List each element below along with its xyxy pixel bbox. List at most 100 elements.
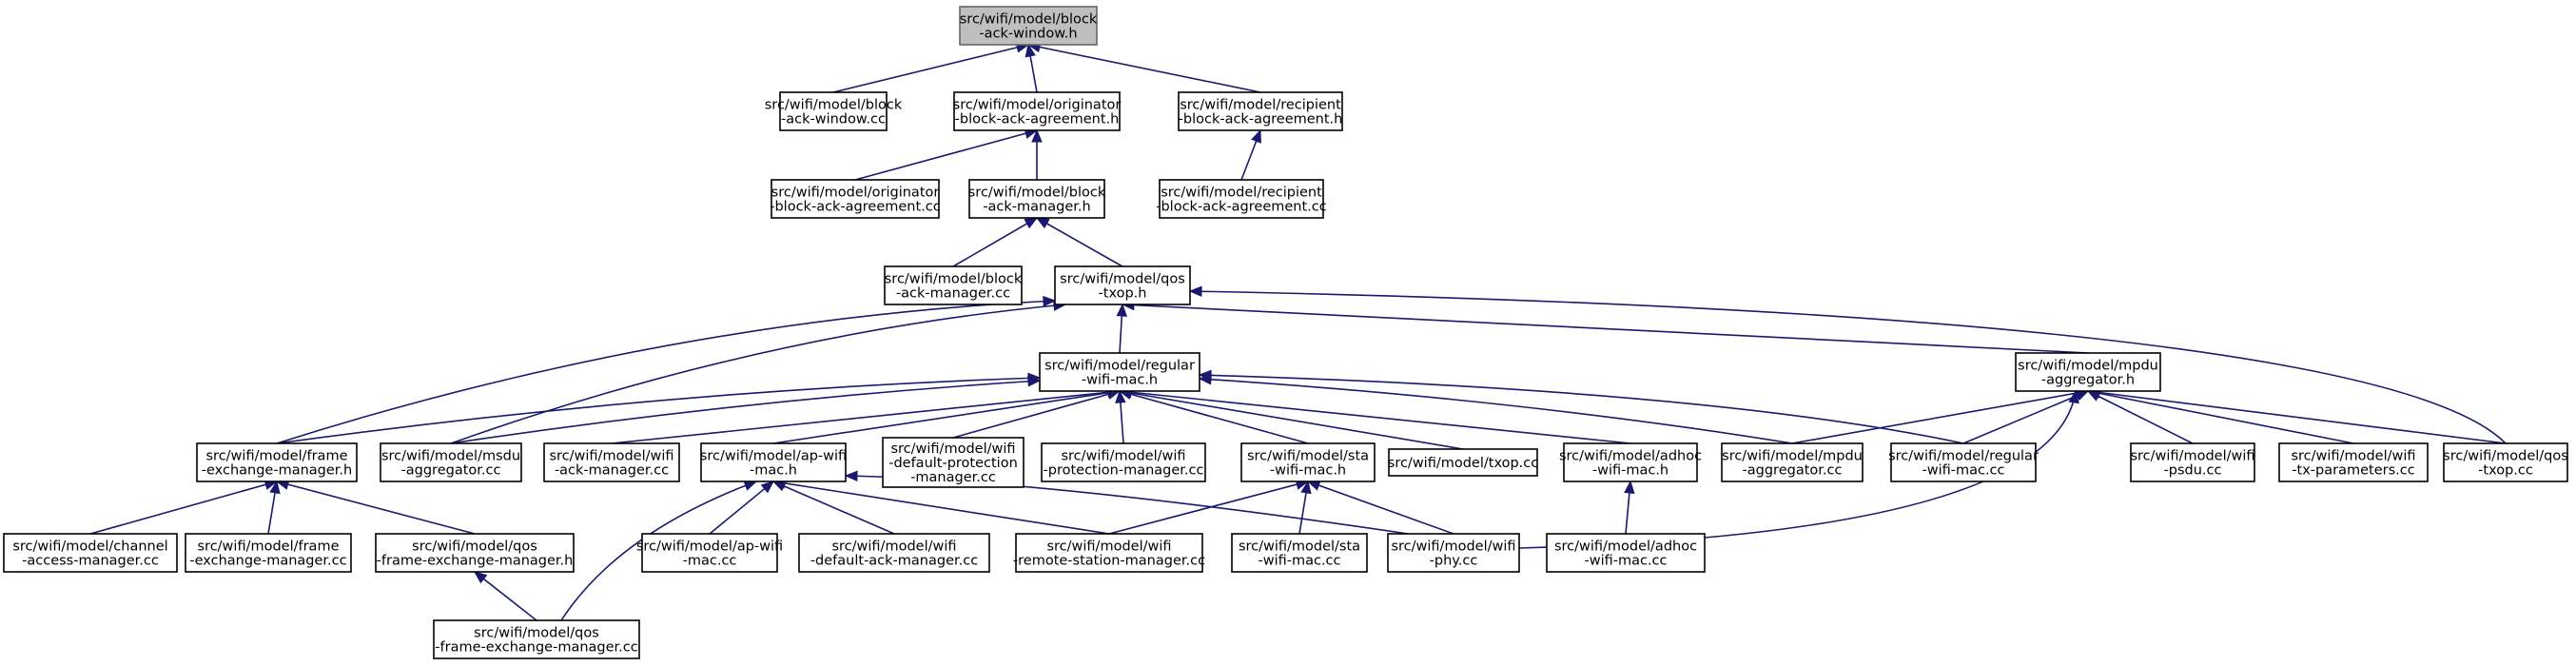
node-box[interactable]	[1890, 442, 2037, 482]
edge-n21-to-n9	[1198, 369, 1964, 444]
node-label-line: src/wifi/model/originator	[953, 98, 1122, 113]
node-n7[interactable]: src/wifi/model/block-ack-manager.cc	[884, 265, 1023, 305]
node-box[interactable]	[1041, 442, 1206, 482]
node-n18[interactable]: src/wifi/model/txop.cc	[1388, 448, 1538, 477]
node-box[interactable]	[882, 437, 1025, 488]
node-box[interactable]	[2278, 442, 2429, 482]
node-n20[interactable]: src/wifi/model/mpdu-aggregator.cc	[1721, 442, 1864, 482]
node-box[interactable]	[968, 179, 1105, 219]
node-box[interactable]	[2130, 442, 2255, 482]
node-label-line: src/wifi/model/qos	[474, 626, 599, 641]
node-n26[interactable]: src/wifi/model/frame-exchange-manager.cc	[185, 533, 352, 573]
node-n19[interactable]: src/wifi/model/adhoc-wifi-mac.h	[1559, 442, 1702, 482]
root-node-box[interactable]	[959, 6, 1098, 46]
edge-n4-to-n2	[854, 128, 1039, 181]
node-n0[interactable]: src/wifi/model/block-ack-window.h	[959, 6, 1098, 46]
node-n23[interactable]: src/wifi/model/wifi-tx-parameters.cc	[2278, 442, 2429, 482]
node-n1[interactable]: src/wifi/model/block-ack-window.cc	[765, 91, 903, 131]
node-n30[interactable]: src/wifi/model/wifi-remote-station-manag…	[1013, 533, 1205, 573]
node-n11[interactable]: src/wifi/model/frame-exchange-manager.h	[196, 442, 358, 482]
node-label-line: -wifi-mac.h	[1270, 463, 1346, 479]
node-n17[interactable]: src/wifi/model/sta-wifi-mac.h	[1240, 442, 1376, 482]
edge-line	[1119, 390, 1309, 444]
edge-n17-to-n9	[1118, 388, 1309, 444]
node-n21[interactable]: src/wifi/model/regular-wifi-mac.cc	[1888, 442, 2039, 482]
node-box[interactable]	[1546, 533, 1706, 573]
edge-n11-to-n9	[276, 372, 1042, 444]
node-n5[interactable]: src/wifi/model/block-ack-manager.h	[968, 179, 1106, 219]
node-n27[interactable]: src/wifi/model/qos-frame-exchange-manage…	[375, 533, 575, 573]
node-label-line: -mac.cc	[683, 554, 737, 569]
node-box[interactable]	[1178, 91, 1343, 131]
node-box[interactable]	[1231, 533, 1368, 573]
node-n28[interactable]: src/wifi/model/ap-wifi-mac.cc	[636, 533, 783, 573]
node-box[interactable]	[1039, 352, 1200, 392]
node-box[interactable]	[798, 533, 990, 573]
node-label-line: src/wifi/model/wifi	[1046, 539, 1171, 555]
node-box[interactable]	[1240, 442, 1376, 482]
node-n32[interactable]: src/wifi/model/wifi-phy.cc	[1387, 533, 1520, 573]
node-n16[interactable]: src/wifi/model/wifi-protection-manager.c…	[1041, 442, 1206, 482]
node-box[interactable]	[380, 442, 522, 482]
node-box[interactable]	[1563, 442, 1698, 482]
node-n29[interactable]: src/wifi/model/wifi-default-ack-manager.…	[798, 533, 990, 573]
node-label-line: src/wifi/model/originator	[771, 186, 940, 201]
edge-n34-to-n14	[560, 480, 758, 621]
node-box[interactable]	[1387, 533, 1520, 573]
node-box[interactable]	[433, 619, 640, 659]
node-box[interactable]	[196, 442, 358, 482]
arrowhead	[473, 571, 488, 584]
node-box[interactable]	[543, 442, 680, 482]
node-box[interactable]	[375, 533, 575, 573]
node-box[interactable]	[1159, 179, 1324, 219]
node-n14[interactable]: src/wifi/model/ap-wifi-mac.h	[700, 442, 847, 482]
node-n9[interactable]: src/wifi/model/regular-wifi-mac.h	[1039, 352, 1200, 392]
node-box[interactable]	[700, 442, 847, 482]
node-n2[interactable]: src/wifi/model/originator-block-ack-agre…	[953, 91, 1122, 131]
node-n8[interactable]: src/wifi/model/qos-txop.h	[1054, 265, 1191, 305]
edge-line	[1199, 378, 1793, 444]
arrowhead	[1043, 295, 1057, 307]
node-box[interactable]	[779, 91, 888, 131]
arrowhead	[1024, 217, 1039, 229]
edge-line	[952, 390, 1121, 439]
node-label-line: -ack-manager.cc	[555, 463, 669, 479]
arrowhead	[1624, 480, 1635, 494]
node-n31[interactable]: src/wifi/model/sta-wifi-mac.cc	[1231, 533, 1368, 573]
node-n25[interactable]: src/wifi/model/channel-access-manager.cc	[3, 533, 178, 573]
node-label-line: -tx-parameters.cc	[2292, 463, 2414, 479]
node-n15[interactable]: src/wifi/model/wifi-default-protection-m…	[882, 437, 1025, 488]
edge-n28-to-n14	[709, 481, 775, 535]
node-box[interactable]	[1388, 448, 1538, 477]
node-box[interactable]	[953, 91, 1121, 131]
node-label-line: -exchange-manager.h	[202, 463, 352, 479]
node-n34[interactable]: src/wifi/model/qos-frame-exchange-manage…	[433, 619, 640, 659]
edge-line	[2087, 390, 2354, 444]
edge-line	[276, 481, 476, 535]
node-n3[interactable]: src/wifi/model/recipient-block-ack-agree…	[1178, 91, 1343, 131]
node-box[interactable]	[1015, 533, 1203, 573]
node-label-line: src/wifi/model/frame	[198, 539, 340, 555]
node-box[interactable]	[771, 179, 940, 219]
node-n12[interactable]: src/wifi/model/msdu-aggregator.cc	[380, 442, 522, 482]
node-n6[interactable]: src/wifi/model/recipient-block-ack-agree…	[1156, 179, 1327, 219]
node-box[interactable]	[884, 265, 1023, 305]
node-box[interactable]	[1054, 265, 1191, 305]
node-box[interactable]	[185, 533, 352, 573]
node-box[interactable]	[2015, 352, 2161, 392]
node-box[interactable]	[2443, 442, 2568, 482]
node-n4[interactable]: src/wifi/model/originator-block-ack-agre…	[770, 179, 941, 219]
node-n22[interactable]: src/wifi/model/wifi-psdu.cc	[2130, 442, 2255, 482]
node-label-line: -aggregator.h	[2041, 373, 2135, 388]
node-box[interactable]	[3, 533, 178, 573]
edge-line	[560, 481, 757, 621]
node-box[interactable]	[1721, 442, 1864, 482]
node-label-line: src/wifi/model/wifi	[1391, 539, 1515, 555]
node-n24[interactable]: src/wifi/model/qos-txop.cc	[2443, 442, 2568, 482]
node-n13[interactable]: src/wifi/model/wifi-ack-manager.cc	[543, 442, 680, 482]
node-label-line: -remote-station-manager.cc	[1013, 554, 1205, 569]
node-box[interactable]	[641, 533, 778, 573]
node-n33[interactable]: src/wifi/model/adhoc-wifi-mac.cc	[1546, 533, 1706, 573]
node-n10[interactable]: src/wifi/model/mpdu-aggregator.h	[2015, 352, 2161, 392]
node-label-line: src/wifi/model/recipient	[1161, 186, 1322, 201]
